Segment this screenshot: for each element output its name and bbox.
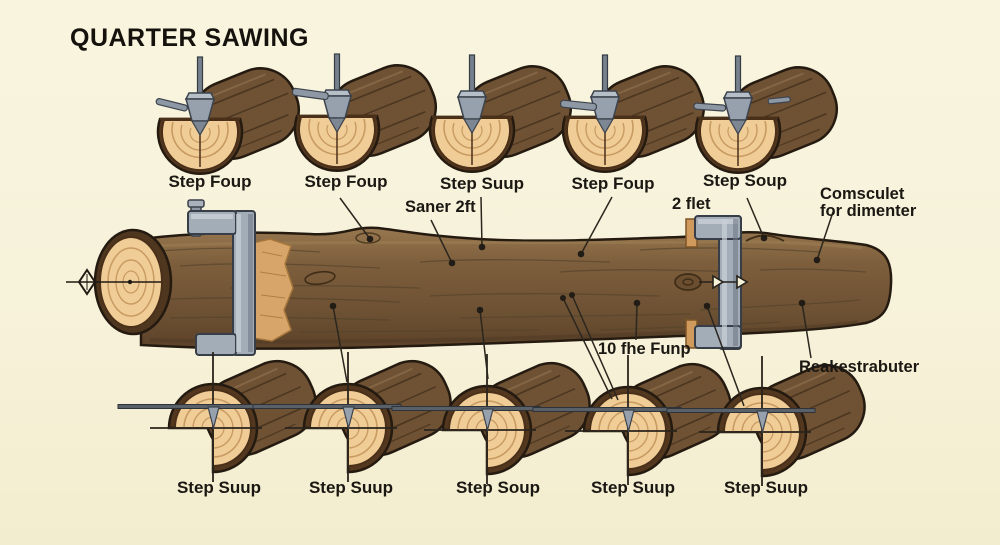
annotation-diameter-note: Comsculet for dimenter — [820, 185, 917, 221]
annotation-saw-depth: Saner 2ft — [405, 198, 476, 216]
bottom-step-label-3: Step Soup — [455, 478, 541, 497]
page-title: QUARTER SAWING — [70, 24, 309, 52]
bottom-step-label-4: Step Suup — [590, 478, 676, 497]
center-line-marker — [66, 268, 161, 296]
bottom-log-1 — [116, 348, 329, 484]
top-step-label-1: Step Foup — [168, 172, 252, 191]
left-clamp — [187, 199, 256, 356]
top-step-label-3: Step Suup — [439, 174, 525, 193]
bottom-step-label-1: Step Suup — [176, 478, 262, 497]
top-log-5 — [693, 54, 849, 175]
top-log-1 — [155, 55, 311, 176]
debarked-texture — [259, 251, 287, 319]
annotation-length-note: 10 fhe Funp — [598, 340, 691, 358]
top-log-3 — [428, 53, 583, 174]
annotation-diameter-note-line1: Comsculet — [820, 185, 905, 203]
annotation-diameter-note-line2: for dimenter — [820, 202, 917, 221]
top-step-label-2: Step Foup — [304, 172, 388, 191]
direction-arrow-icon — [699, 274, 749, 290]
leader-lines — [332, 196, 834, 407]
bottom-step-label-5: Step Suup — [723, 478, 809, 497]
top-step-label-5: Step Soup — [702, 171, 788, 190]
top-step-label-4: Step Foup — [571, 174, 655, 193]
main-log-illustration — [93, 226, 893, 350]
annotation-bark-note: Reakestrabuter — [799, 358, 920, 376]
bottom-step-label-2: Step Suup — [308, 478, 394, 497]
leader-dots — [329, 234, 821, 314]
top-log-2 — [291, 52, 448, 173]
top-log-4 — [559, 53, 716, 174]
annotation-clamp-offset: 2 flet — [672, 195, 711, 213]
